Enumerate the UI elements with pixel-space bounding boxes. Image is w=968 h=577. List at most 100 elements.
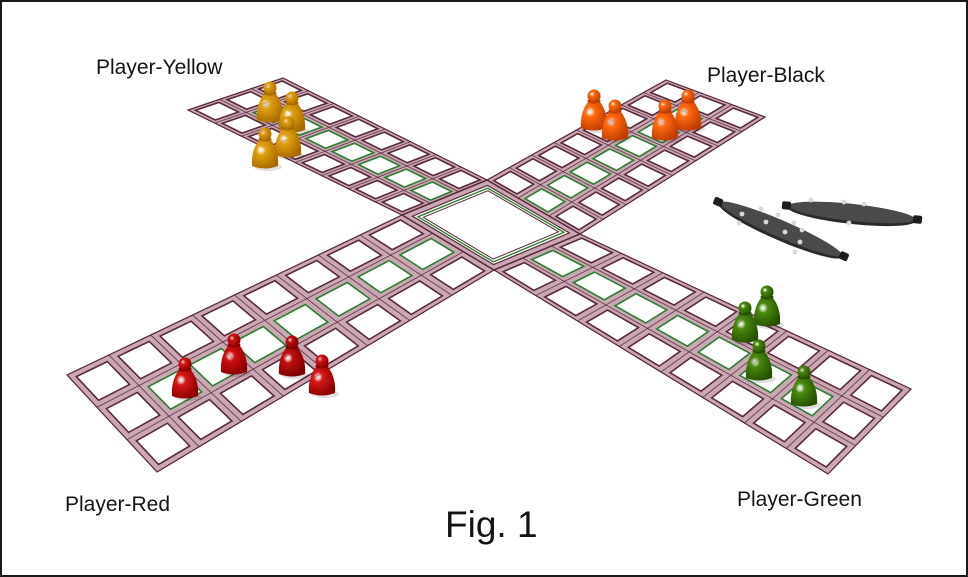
board-cell [600, 177, 644, 202]
home-column-cell [272, 303, 330, 341]
board-cell [177, 398, 234, 441]
home-column-cell [591, 147, 636, 172]
home-column-cell [303, 129, 350, 150]
piece-red [278, 335, 309, 379]
label-player-green: Player-Green [737, 488, 862, 511]
home-column-cell [545, 174, 590, 199]
home-column-cell [409, 181, 454, 201]
home-column-cell [696, 336, 752, 371]
dice-pip-icon [791, 220, 797, 226]
dice-pip-icon [758, 206, 764, 212]
board-cell [710, 380, 765, 418]
board-cell [345, 303, 402, 341]
dice-pip-icon [846, 220, 852, 226]
label-player-black: Player-Black [707, 64, 825, 87]
game-pieces [171, 81, 821, 409]
label-player-yellow: Player-Yellow [96, 56, 223, 79]
label-player-red: Player-Red [65, 493, 171, 516]
board-cell [691, 121, 737, 144]
dice-pip-icon [797, 239, 803, 245]
board-cell [849, 374, 904, 412]
home-column-cell [314, 281, 372, 318]
board-cell [514, 157, 558, 182]
board-cell [308, 105, 355, 126]
board-cell [600, 256, 656, 285]
board-cell [380, 192, 426, 213]
home-column-cell [613, 134, 658, 158]
board-cell [219, 374, 276, 416]
board-cell [752, 404, 807, 443]
board-cell [386, 144, 431, 164]
piece-black [601, 99, 632, 143]
board-cell [554, 205, 598, 231]
board-cell [326, 239, 383, 273]
home-column-cell [382, 168, 428, 188]
board-cell [193, 101, 241, 121]
board-cell [303, 327, 360, 366]
board-cell [412, 156, 457, 177]
dice-stick-2 [713, 196, 849, 262]
piece-black [651, 99, 682, 143]
red-arm [66, 214, 496, 473]
board-cell [645, 149, 691, 173]
center-square [400, 179, 582, 271]
board-cell [300, 153, 347, 174]
board-cell [623, 163, 667, 188]
board-cell [242, 279, 299, 316]
board-cell [429, 256, 487, 291]
piece-yellow [274, 116, 305, 160]
board-cell [158, 320, 215, 359]
home-column-cell [571, 271, 627, 301]
board-cell [543, 285, 599, 317]
yellow-arm [186, 77, 489, 216]
board-cell [135, 422, 191, 466]
board-cell [387, 279, 444, 316]
board-cell [360, 131, 406, 151]
dice-pip-icon [861, 201, 867, 207]
dice-pip-icon [782, 229, 788, 235]
home-column-cell [356, 259, 414, 294]
dice-pip-icon [808, 197, 814, 203]
piece-green [790, 365, 821, 409]
home-column-cell [613, 292, 669, 324]
dice-pip-icon [739, 211, 745, 217]
piece-red [171, 357, 202, 401]
board-cell [74, 360, 131, 402]
board-cell [807, 355, 863, 391]
home-column-cell [330, 142, 376, 163]
dice-pip-icon [841, 199, 847, 205]
board-cell [284, 259, 341, 294]
board-cell [668, 135, 714, 159]
dice-pip-icon [799, 227, 805, 233]
dice-pip-icon [763, 219, 769, 225]
board-cell [641, 276, 697, 307]
dice-pip-icon [736, 220, 742, 226]
board-cell [327, 166, 373, 187]
board-cell [626, 332, 682, 368]
home-column-cell [529, 249, 586, 278]
board-cell [821, 401, 876, 440]
piece-yellow [251, 127, 282, 171]
board-cell [501, 261, 557, 292]
board-cell [105, 391, 162, 434]
cross-shaped-board [66, 77, 913, 475]
board-cell [367, 219, 425, 251]
board-cell [793, 427, 849, 469]
green-arm [492, 233, 913, 475]
home-column-cell [655, 314, 710, 348]
home-column-cell [356, 155, 402, 176]
board-cell [559, 132, 604, 156]
piece-red [308, 354, 339, 398]
board-cell [577, 191, 621, 217]
dice-pip-icon [792, 249, 798, 255]
board-cell [437, 169, 482, 190]
piece-red [220, 333, 251, 377]
dice-stick-1 [781, 197, 923, 227]
home-column-cell [398, 237, 456, 271]
home-column-cell [523, 187, 567, 213]
board-cell [334, 118, 380, 138]
dice-sticks [713, 196, 923, 262]
board-cell [683, 296, 739, 328]
